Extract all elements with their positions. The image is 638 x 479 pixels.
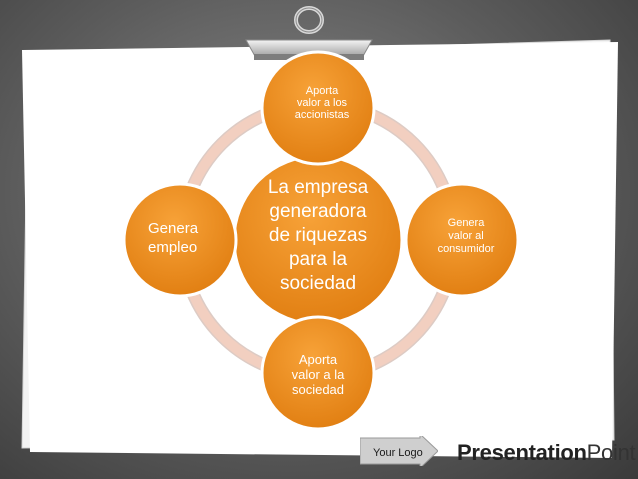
brand-bold: Presentation — [457, 440, 587, 465]
right-node — [404, 182, 520, 298]
label-line: valor a la — [292, 367, 346, 382]
label-line: valor a los — [297, 97, 348, 109]
label-line: empleo — [148, 239, 197, 256]
label-line: para la — [289, 249, 348, 270]
label-line: sociedad — [280, 273, 356, 294]
label-line: consumidor — [438, 243, 495, 255]
label-line: Aporta — [299, 352, 338, 367]
label-line: La empresa — [268, 177, 369, 198]
brand-regular: Point — [586, 440, 636, 465]
label-line: Aporta — [306, 85, 339, 97]
bottom-node — [260, 315, 376, 431]
brand-logo: PresentationPoint — [457, 440, 636, 466]
left-node-label: Genera empleo — [148, 220, 199, 256]
label-line: Genera — [448, 217, 486, 229]
label-line: de riquezas — [269, 225, 367, 246]
center-node-label: La empresa generadora de riquezas para la so… — [268, 177, 369, 294]
logo-arrow-icon — [360, 436, 438, 466]
left-node — [122, 182, 238, 298]
label-line: valor al — [448, 230, 483, 242]
your-logo-text: Your Logo — [373, 447, 423, 459]
top-node — [260, 50, 376, 166]
label-line: Genera — [148, 220, 199, 237]
label-line: generadora — [269, 201, 367, 222]
label-line: sociedad — [292, 382, 344, 397]
label-line: accionistas — [295, 109, 350, 121]
